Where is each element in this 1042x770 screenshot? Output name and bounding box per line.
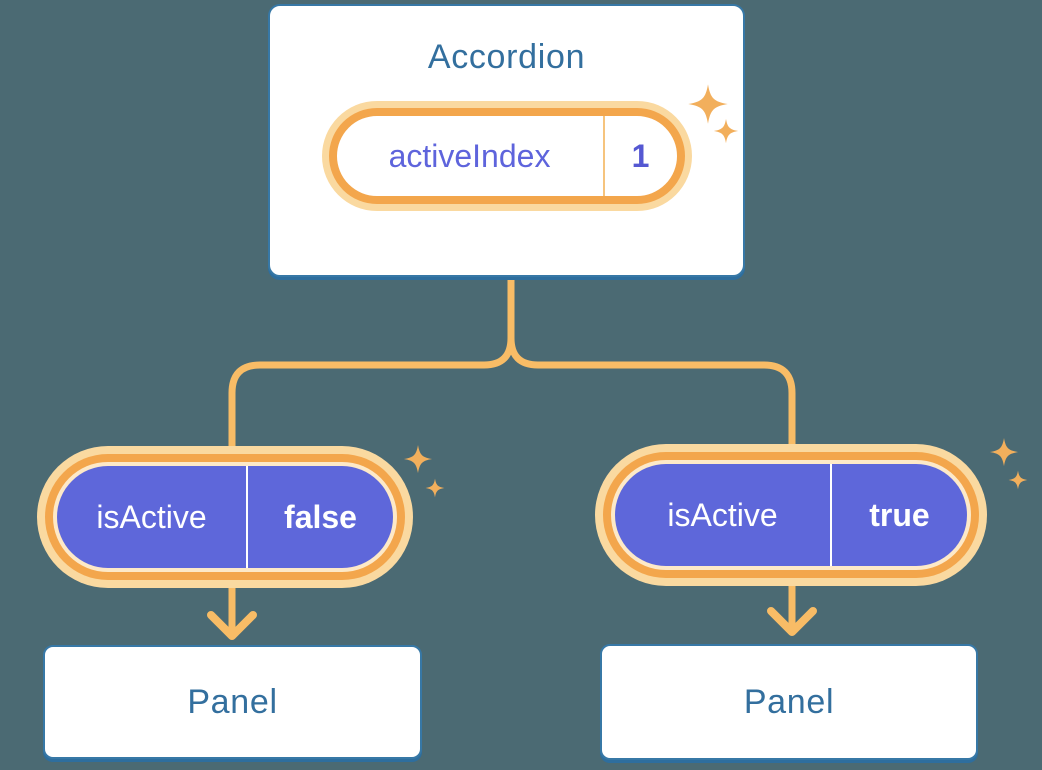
arrow-down-icon — [207, 611, 257, 640]
accordion-component-card: Accordion activeIndex 1 — [268, 4, 745, 277]
panel-component-card-right: Panel — [600, 644, 978, 760]
pill-divider — [246, 466, 248, 568]
panel-component-card-left: Panel — [43, 645, 422, 759]
prop-pill-isactive-false: isActive false — [57, 466, 393, 568]
arrow-down-icon — [767, 607, 817, 636]
pill-divider — [830, 464, 832, 566]
connector-left-branch — [228, 273, 515, 640]
prop-value: false — [284, 498, 357, 535]
sparkle-icon — [1008, 470, 1028, 490]
state-value: 1 — [631, 137, 650, 174]
pill-divider — [602, 116, 605, 196]
connector-right-branch — [507, 273, 796, 636]
sparkle-icon — [403, 444, 433, 474]
state-pill-activeindex: activeIndex 1 — [328, 108, 685, 204]
sparkle-icon — [425, 478, 445, 498]
panel-title: Panel — [187, 682, 278, 721]
accordion-title: Accordion — [427, 38, 586, 76]
state-label: activeIndex — [388, 137, 551, 174]
prop-label: isActive — [96, 498, 207, 535]
sparkle-icon — [713, 118, 739, 144]
prop-pill-isactive-true: isActive true — [615, 464, 967, 566]
sparkle-icon — [989, 437, 1019, 467]
prop-label: isActive — [667, 496, 778, 533]
prop-value: true — [869, 496, 930, 533]
panel-title: Panel — [743, 682, 835, 721]
